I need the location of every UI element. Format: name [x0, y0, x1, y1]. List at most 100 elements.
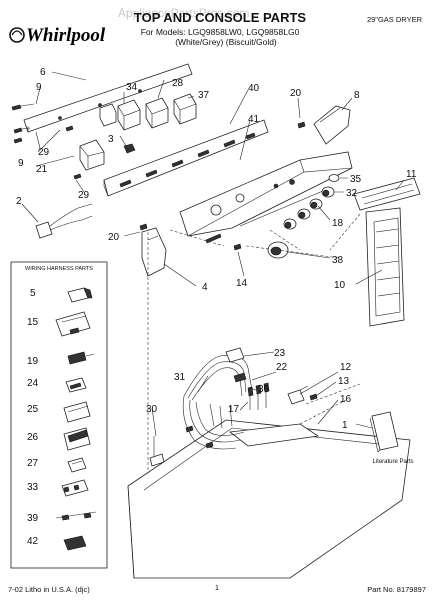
footer-part-number: Part No. 8179897 [367, 585, 426, 594]
terminals-17-36 [247, 382, 270, 410]
literature-parts: Literature Parts [369, 411, 414, 465]
logo-text: Whirlpool [26, 25, 106, 46]
callout-number: 29 [78, 190, 90, 201]
connector-24 [65, 377, 87, 393]
switch-28 [145, 97, 169, 129]
screw-14 [233, 243, 242, 251]
connector-19 [67, 351, 95, 365]
callout-number: 4 [202, 282, 208, 293]
harness-item-label: 26 [27, 432, 39, 443]
screw-29 [65, 125, 74, 132]
callout-number: 23 [274, 348, 286, 359]
lint-duct-10 [365, 207, 405, 327]
knob-18-a [309, 198, 323, 210]
harness-item-label: 33 [27, 482, 39, 493]
wiring-harness-box: WIRING HARNESS PARTS [10, 261, 108, 569]
harness-item-label: 5 [30, 288, 36, 299]
timer-part [79, 139, 105, 171]
callout-number: 38 [332, 255, 344, 266]
lint-screen-11 [353, 177, 421, 211]
models-line: For Models: LGQ9858LW0, LGQ9858LG0 [141, 27, 300, 37]
connector-15 [55, 311, 91, 337]
callout-number: 22 [276, 362, 288, 373]
screw-9-top [11, 103, 35, 111]
end-cap-8 [313, 105, 351, 145]
harness-item-label: 42 [27, 536, 39, 547]
screw-29-lower [73, 173, 82, 180]
cap-35 [328, 174, 340, 182]
callout-number: 14 [236, 278, 248, 289]
callout-number: 20 [290, 88, 302, 99]
product-type: 29"GAS DRYER [367, 15, 423, 24]
callout-number: 40 [248, 83, 260, 94]
switch-upper [99, 103, 117, 127]
switch-37 [173, 93, 197, 125]
dryer-top-panel [127, 419, 411, 579]
callout-number: 2 [16, 196, 22, 207]
footer-page-number: 1 [215, 583, 219, 592]
callout-number: 13 [338, 376, 350, 387]
knob-18-b [297, 208, 311, 220]
callout-number: 17 [228, 404, 240, 415]
callout-number: 18 [332, 218, 344, 229]
callout-number: 28 [172, 78, 184, 89]
screw-9-bottom [13, 127, 31, 144]
literature-label: Literature Parts [372, 459, 413, 465]
callout-number: 12 [340, 362, 352, 373]
console-housing-41 [179, 151, 353, 244]
watermark: AppliancePartsPros.com [118, 6, 249, 20]
callout-number: 37 [198, 90, 210, 101]
leader-lines [147, 213, 361, 480]
callout-number: 34 [126, 82, 138, 93]
harness-item-label: 39 [27, 513, 39, 524]
harness-item-label: 24 [27, 378, 39, 389]
harness-item-label: 27 [27, 458, 39, 469]
knob-18-c [283, 218, 297, 230]
callout-number: 16 [340, 394, 352, 405]
connector-42 [63, 535, 87, 551]
harness-item-label: 25 [27, 404, 39, 415]
harness-box-title: WIRING HARNESS PARTS [25, 266, 93, 272]
footer-litho: 7-02 Litho in U.S.A. (djc) [8, 585, 90, 594]
callout-number: 9 [18, 158, 24, 169]
callout-number: 1 [342, 420, 348, 431]
callout-number: 31 [174, 372, 186, 383]
connector-5 [67, 287, 93, 303]
knob-32 [321, 186, 335, 198]
callout-number: 36 [258, 384, 270, 395]
callout-number: 30 [146, 404, 158, 415]
callout-number: 9 [36, 82, 42, 93]
colors-line: (White/Grey) (Biscuit/Gold) [175, 37, 277, 47]
rear-bracket-part [23, 63, 193, 133]
callout-number: 11 [406, 169, 417, 180]
whirlpool-logo: Whirlpool [9, 25, 106, 46]
callout-number: 8 [354, 90, 360, 101]
end-cap-4 [141, 227, 167, 277]
screw-20-right [297, 121, 306, 129]
callout-number: 35 [350, 174, 362, 185]
screw-20-left [139, 223, 148, 231]
door-switch-12 [287, 385, 309, 405]
callout-number: 41 [248, 114, 260, 125]
wire-harness-31 [182, 347, 253, 450]
connector-26 [63, 427, 91, 451]
callout-number: 29 [38, 147, 50, 158]
callout-number: 10 [334, 280, 346, 291]
harness-item-label: 19 [27, 356, 39, 367]
knob-3 [123, 143, 136, 154]
control-panel-40 [103, 119, 269, 197]
connector-33 [61, 479, 89, 497]
connector-27 [67, 457, 87, 473]
callout-leaders [21, 71, 405, 437]
bracket-30 [149, 436, 165, 467]
callout-number: 32 [346, 188, 358, 199]
connector-25 [63, 401, 91, 423]
callout-number: 20 [108, 232, 120, 243]
screw-13 [309, 393, 318, 401]
switch-34 [117, 99, 141, 131]
thermal-fuse-2 [35, 203, 93, 239]
terminal-39 [55, 511, 97, 521]
page-title: TOP AND CONSOLE PARTS [134, 10, 306, 25]
callout-number: 6 [40, 67, 46, 78]
